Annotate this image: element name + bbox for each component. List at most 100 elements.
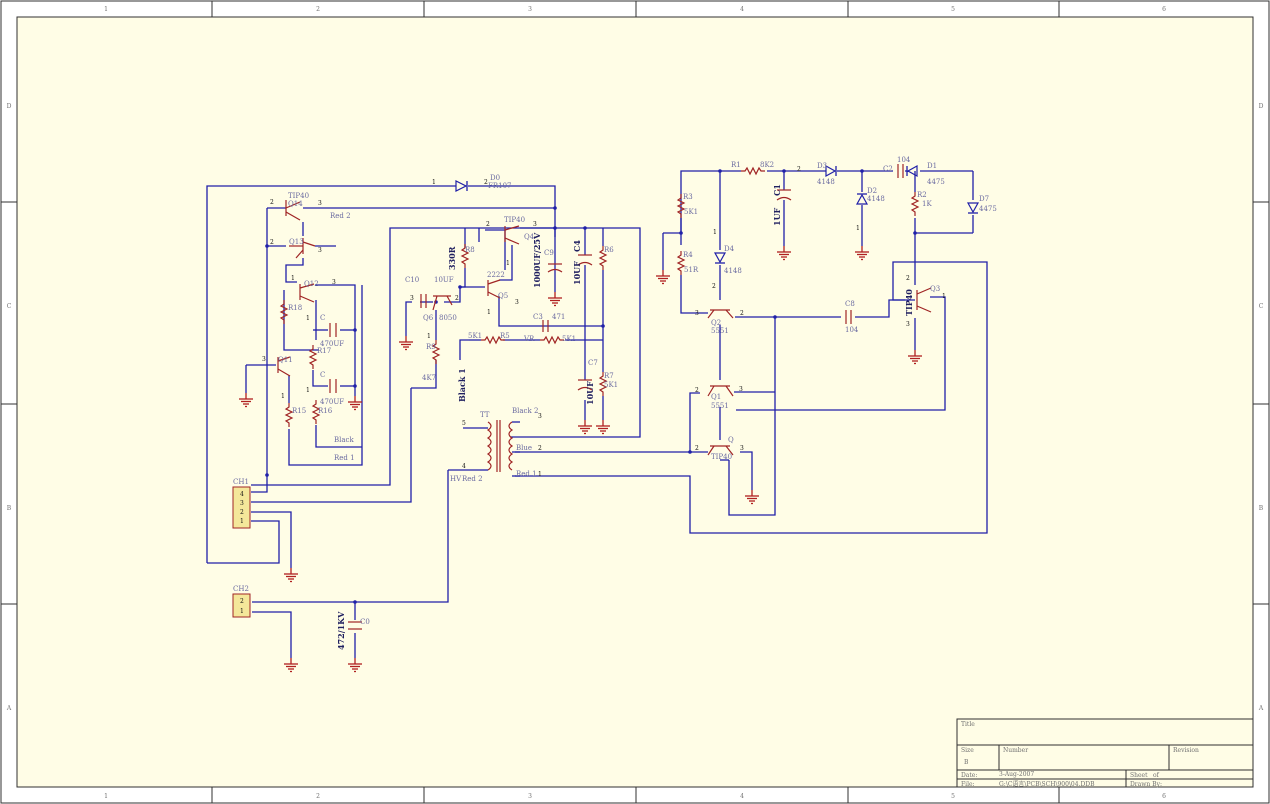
c3-ref: C3 bbox=[533, 313, 543, 321]
col-label-3: 3 bbox=[528, 6, 532, 13]
net-red2-top: Red 2 bbox=[330, 212, 351, 220]
resistor-r16: R16 bbox=[312, 399, 333, 425]
date-value: 3-Aug-2007 bbox=[999, 771, 1034, 778]
row-label-a: A bbox=[6, 705, 12, 712]
q-ref: Q bbox=[728, 436, 734, 444]
q1-value: 5551 bbox=[711, 402, 729, 410]
net-hv: HV bbox=[450, 475, 462, 483]
transistor-q6: Q6 8050 12 bbox=[423, 295, 459, 340]
d7-value: 4475 bbox=[979, 205, 997, 213]
diode-d2: D2 4148 1 bbox=[855, 187, 885, 232]
c3-value: 471 bbox=[552, 313, 565, 321]
connector-ch2: CH2 2 1 bbox=[232, 585, 251, 618]
ch2-pin-2: 2 bbox=[240, 598, 244, 605]
d3-ref: D3 bbox=[817, 162, 827, 170]
q4-value: TIP40 bbox=[504, 216, 525, 224]
transistor-q12: Q12 13 bbox=[291, 275, 336, 303]
col-label-4-bottom: 4 bbox=[740, 793, 744, 800]
c8-value: 104 bbox=[845, 326, 859, 334]
svg-text:3: 3 bbox=[740, 445, 744, 452]
resistor-r8: R8 330R bbox=[447, 243, 475, 270]
svg-text:1: 1 bbox=[942, 293, 946, 300]
r7-value: 5K1 bbox=[604, 381, 618, 389]
r7-ref: R7 bbox=[604, 372, 614, 380]
capacitor-c-top: C 470UF 1 bbox=[306, 314, 344, 348]
d4-ref: D4 bbox=[724, 245, 735, 253]
transistor-q13: Q13 23 bbox=[270, 238, 322, 259]
svg-text:3: 3 bbox=[695, 310, 699, 317]
col-label-4: 4 bbox=[740, 6, 744, 13]
ch1-pin-1: 1 bbox=[240, 518, 244, 525]
resistor-r17: R17 bbox=[309, 344, 331, 370]
row-label-c-right: C bbox=[1259, 303, 1264, 310]
net-black2: Black 2 bbox=[512, 407, 538, 415]
d0-value: FR107 bbox=[488, 182, 512, 190]
vr-value: 5K1 bbox=[562, 335, 576, 343]
resistor-r9: R9 4K7 bbox=[422, 339, 440, 382]
capacitor-c8: C8 104 bbox=[845, 300, 859, 334]
net-red11: Red 1 bbox=[516, 470, 537, 478]
file-value: G:\C语言\PCB\SCH\900\04.DDB bbox=[999, 780, 1095, 788]
svg-text:1: 1 bbox=[306, 315, 310, 322]
svg-text:1: 1 bbox=[506, 260, 510, 267]
q2-ref: Q2 bbox=[711, 319, 721, 327]
q14-value: TIP40 bbox=[288, 192, 309, 200]
resistor-r6: R6 bbox=[599, 245, 614, 271]
r15-ref: R15 bbox=[292, 407, 306, 415]
svg-text:2: 2 bbox=[740, 310, 744, 317]
r6-ref: R6 bbox=[604, 246, 614, 254]
svg-text:3: 3 bbox=[410, 295, 414, 302]
svg-text:3: 3 bbox=[533, 221, 537, 228]
c9-value: 1000UF/25V bbox=[532, 232, 542, 288]
ch2-pin-1: 1 bbox=[240, 608, 244, 615]
col-label-6-bottom: 6 bbox=[1162, 793, 1166, 800]
r5-value: 5K1 bbox=[468, 332, 482, 340]
number-label: Number bbox=[1003, 747, 1028, 754]
resistor-r18: R18 bbox=[280, 299, 302, 325]
drawn-by-label: Drawn By: bbox=[1130, 781, 1162, 788]
col-label-2-bottom: 2 bbox=[316, 793, 320, 800]
capacitor-c0: C0 472/1KV bbox=[336, 611, 370, 650]
svg-text:3: 3 bbox=[262, 356, 266, 363]
r4-ref: R4 bbox=[683, 251, 693, 259]
ch1-pin-3: 3 bbox=[240, 500, 244, 507]
vr-ref: VR bbox=[523, 335, 535, 343]
q3-value: TIP40 bbox=[904, 289, 914, 316]
q3-ref: Q3 bbox=[930, 285, 940, 293]
r5-ref: R5 bbox=[500, 332, 510, 340]
svg-text:2: 2 bbox=[906, 275, 910, 282]
col-label-3-bottom: 3 bbox=[528, 793, 532, 800]
c-top-value: 470UF bbox=[320, 340, 344, 348]
c-bottom-ref: C bbox=[320, 371, 325, 379]
transistor-q11: Q11 31 bbox=[262, 356, 293, 400]
r4-value: 51R bbox=[684, 266, 699, 274]
svg-text:2: 2 bbox=[270, 199, 274, 206]
row-label-c: C bbox=[7, 303, 12, 310]
connector-ch1: CH1 4 3 2 1 bbox=[232, 478, 251, 529]
resistor-r7: R7 5K1 bbox=[599, 371, 618, 397]
d1-ref: D1 bbox=[927, 162, 937, 170]
resistor-r4: R4 51R bbox=[677, 250, 699, 276]
r1-ref: R1 bbox=[731, 161, 741, 169]
c10-value: 10UF bbox=[434, 276, 454, 284]
d2-ref: D2 bbox=[867, 187, 877, 195]
c4-value: 10UF bbox=[572, 261, 582, 285]
svg-text:1: 1 bbox=[487, 309, 491, 316]
c4-ref: C4 bbox=[572, 240, 582, 252]
net-black-left: Black bbox=[334, 436, 354, 444]
ch1-pin-4: 4 bbox=[240, 491, 244, 498]
q6-ref: Q6 bbox=[423, 314, 434, 322]
capacitor-c9: C9 1000UF/25V bbox=[532, 232, 563, 288]
file-label: File: bbox=[961, 781, 975, 788]
svg-text:3: 3 bbox=[318, 247, 322, 254]
title-label: Title bbox=[961, 721, 975, 728]
r2-ref: R2 bbox=[917, 191, 927, 199]
ch1-pin-2: 2 bbox=[240, 509, 244, 516]
svg-text:4: 4 bbox=[462, 463, 466, 470]
svg-text:2: 2 bbox=[455, 295, 459, 302]
